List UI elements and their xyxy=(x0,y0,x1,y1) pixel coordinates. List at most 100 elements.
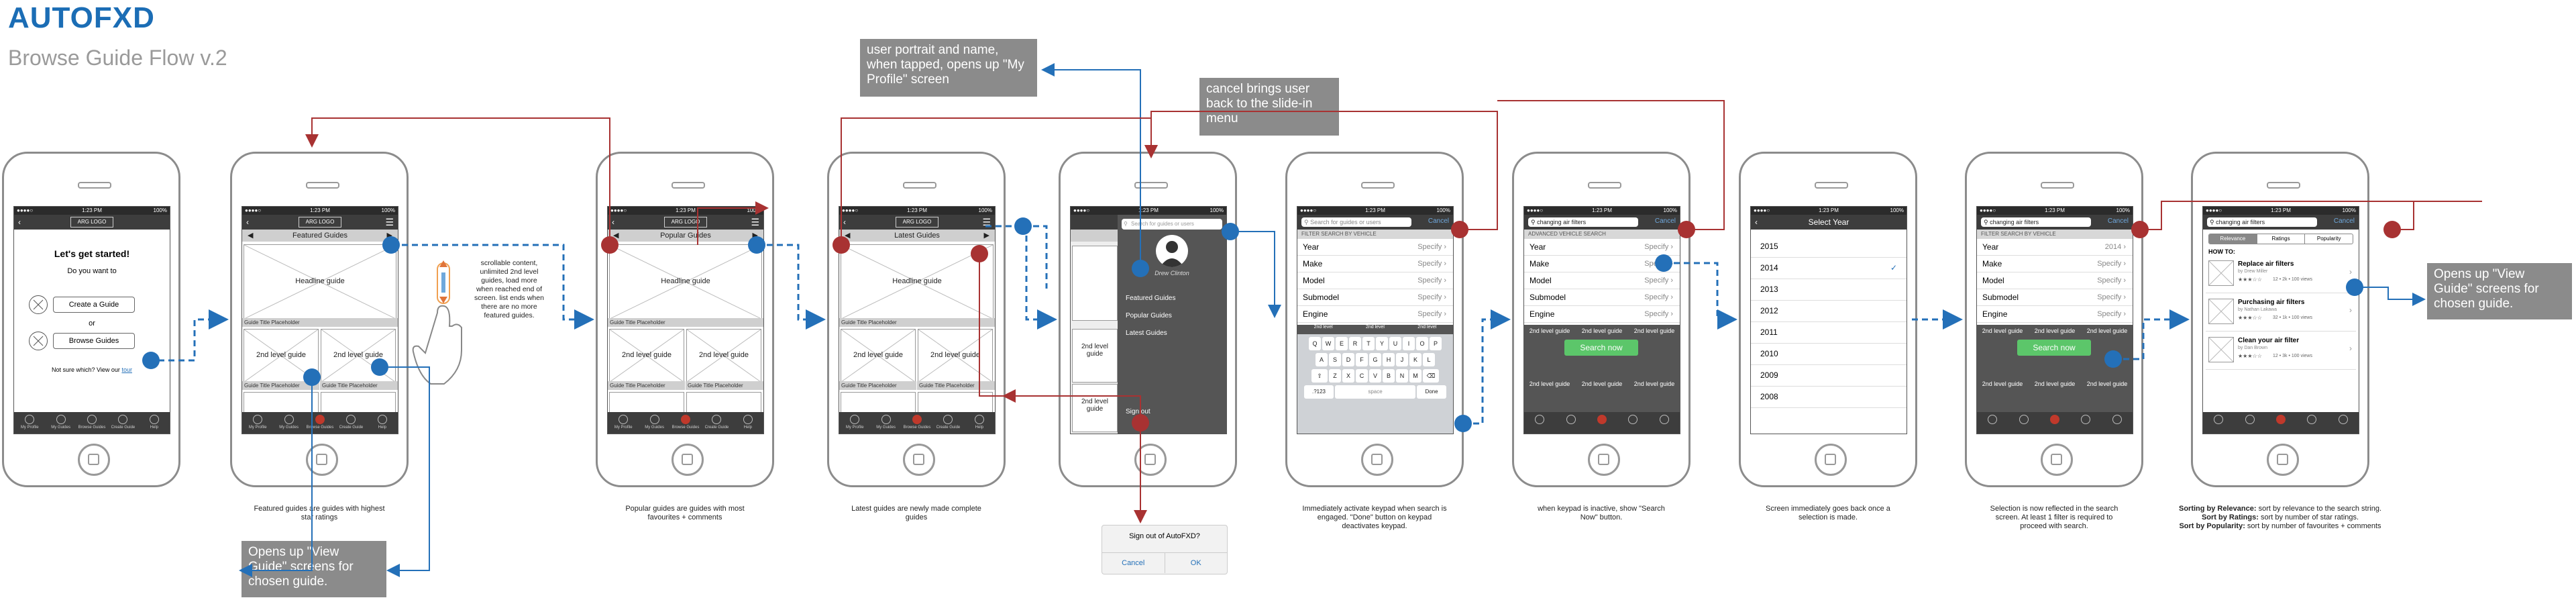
tab-my-guides[interactable]: My Guides xyxy=(639,412,669,434)
back-icon[interactable]: ‹ xyxy=(1755,217,1758,227)
tab-my-profile[interactable]: My Profile xyxy=(242,412,273,434)
tab-help[interactable] xyxy=(2328,412,2359,434)
key-c[interactable]: C xyxy=(1356,369,1368,383)
sort-ratings[interactable]: Ratings xyxy=(2256,234,2305,244)
backspace-key-icon[interactable]: ⌫ xyxy=(1423,369,1439,383)
year-option[interactable]: 2011 xyxy=(1751,322,1907,344)
tab-help[interactable]: Help xyxy=(367,412,398,434)
tour-link[interactable]: tour xyxy=(121,366,132,373)
shift-key-icon[interactable]: ⇧ xyxy=(1311,369,1328,383)
key-p[interactable]: P xyxy=(1430,337,1442,350)
prev-arrow-icon[interactable]: ◀ xyxy=(248,232,254,240)
second-level-card[interactable]: 2nd level guide xyxy=(321,329,396,383)
tab-my-guides[interactable] xyxy=(2234,412,2265,434)
key-m[interactable]: M xyxy=(1409,369,1421,383)
sort-popularity[interactable]: Popularity xyxy=(2304,234,2353,244)
tab-my-guides[interactable]: My Guides xyxy=(870,412,901,434)
result-tile[interactable]: 2nd level guide xyxy=(1581,381,1623,387)
tab-my-guides[interactable] xyxy=(2008,412,2039,434)
search-input[interactable]: ⚲ changing air filters xyxy=(2207,217,2317,227)
next-arrow-icon[interactable]: ▶ xyxy=(983,232,989,240)
menu-search-input[interactable]: ⚲Search for guides or users xyxy=(1122,219,1222,230)
result-tile[interactable]: 2nd level guide xyxy=(1529,381,1570,387)
tab-my-profile[interactable]: My Profile xyxy=(839,412,870,434)
second-level-card[interactable]: 2nd level guide xyxy=(918,329,993,383)
result-tile[interactable]: 2nd level guide xyxy=(1982,328,2023,334)
tab-help[interactable]: Help xyxy=(139,412,170,434)
key-d[interactable]: D xyxy=(1342,353,1354,366)
second-level-card[interactable] xyxy=(686,392,761,413)
key-n[interactable]: N xyxy=(1396,369,1408,383)
second-level-card[interactable]: 2nd level guide xyxy=(686,329,761,383)
tab-my-profile[interactable] xyxy=(1977,412,2008,434)
key-space[interactable]: space xyxy=(1335,385,1415,399)
tab-browse-guides[interactable] xyxy=(1587,412,1617,434)
tab-my-profile[interactable] xyxy=(1524,412,1555,434)
search-cancel-button[interactable]: Cancel xyxy=(1428,217,1449,225)
key-j[interactable]: J xyxy=(1396,353,1408,366)
key-w[interactable]: W xyxy=(1322,337,1334,350)
result-tile[interactable]: 2nd level guide xyxy=(1633,328,1675,334)
key-numbers[interactable]: .?123 xyxy=(1304,385,1334,399)
back-icon[interactable]: ‹ xyxy=(18,217,21,227)
tab-create-guide[interactable] xyxy=(1617,412,1648,434)
key-h[interactable]: H xyxy=(1383,353,1395,366)
search-cancel-button[interactable]: Cancel xyxy=(1654,217,1676,225)
result-tile[interactable]: 2nd level guide xyxy=(1982,381,2023,387)
tab-browse-guides[interactable] xyxy=(2265,412,2296,434)
second-level-card[interactable] xyxy=(321,392,396,413)
key-g[interactable]: G xyxy=(1369,353,1381,366)
search-input[interactable]: ⚲ changing air filters xyxy=(1981,217,2091,227)
tab-create-guide[interactable]: Create Guide xyxy=(335,412,366,434)
tab-create-guide[interactable]: Create Guide xyxy=(701,412,732,434)
dimmed-content[interactable]: 2nd level guide 2nd level guide xyxy=(1071,215,1118,434)
menu-icon[interactable]: ☰ xyxy=(751,217,759,228)
key-s[interactable]: S xyxy=(1329,353,1341,366)
second-level-card[interactable] xyxy=(609,392,684,413)
menu-item-latest[interactable]: Latest Guides xyxy=(1126,330,1167,337)
year-option[interactable]: 2015 xyxy=(1751,236,1907,258)
year-option[interactable]: 2009 xyxy=(1751,365,1907,387)
year-option[interactable]: 2012 xyxy=(1751,301,1907,322)
tab-browse-guides[interactable] xyxy=(2039,412,2070,434)
key-a[interactable]: A xyxy=(1316,353,1328,366)
key-x[interactable]: X xyxy=(1342,369,1354,383)
tab-my-guides[interactable] xyxy=(1555,412,1586,434)
key-y[interactable]: Y xyxy=(1376,337,1388,350)
menu-icon[interactable]: ☰ xyxy=(385,217,394,228)
second-level-card[interactable]: 2nd level guide xyxy=(609,329,684,383)
search-input[interactable]: ⚲ Search for guides or users xyxy=(1301,217,1411,227)
dialog-cancel-button[interactable]: Cancel xyxy=(1102,553,1165,573)
year-option[interactable]: 2010 xyxy=(1751,344,1907,365)
second-level-card[interactable]: 2nd level guide xyxy=(841,329,916,383)
tab-create-guide[interactable]: Create Guide xyxy=(107,412,138,434)
tab-my-profile[interactable]: My Profile xyxy=(14,412,45,434)
tab-help[interactable] xyxy=(2102,412,2133,434)
create-guide-button[interactable]: Create a Guide xyxy=(53,297,135,313)
headline-guide-card[interactable]: Headline guide xyxy=(244,244,396,319)
tab-help[interactable]: Help xyxy=(964,412,995,434)
key-f[interactable]: F xyxy=(1356,353,1368,366)
key-r[interactable]: R xyxy=(1349,337,1361,350)
menu-icon[interactable]: ☰ xyxy=(982,217,991,228)
key-v[interactable]: V xyxy=(1369,369,1381,383)
year-option[interactable]: 2008 xyxy=(1751,387,1907,408)
sort-relevance[interactable]: Relevance xyxy=(2209,234,2257,244)
key-i[interactable]: I xyxy=(1403,337,1415,350)
menu-item-popular[interactable]: Popular Guides xyxy=(1126,312,1172,319)
tab-browse-guides[interactable]: Browse Guides xyxy=(305,412,335,434)
result-tile[interactable]: 2nd level guide xyxy=(1633,381,1675,387)
tab-my-profile[interactable] xyxy=(2203,412,2234,434)
